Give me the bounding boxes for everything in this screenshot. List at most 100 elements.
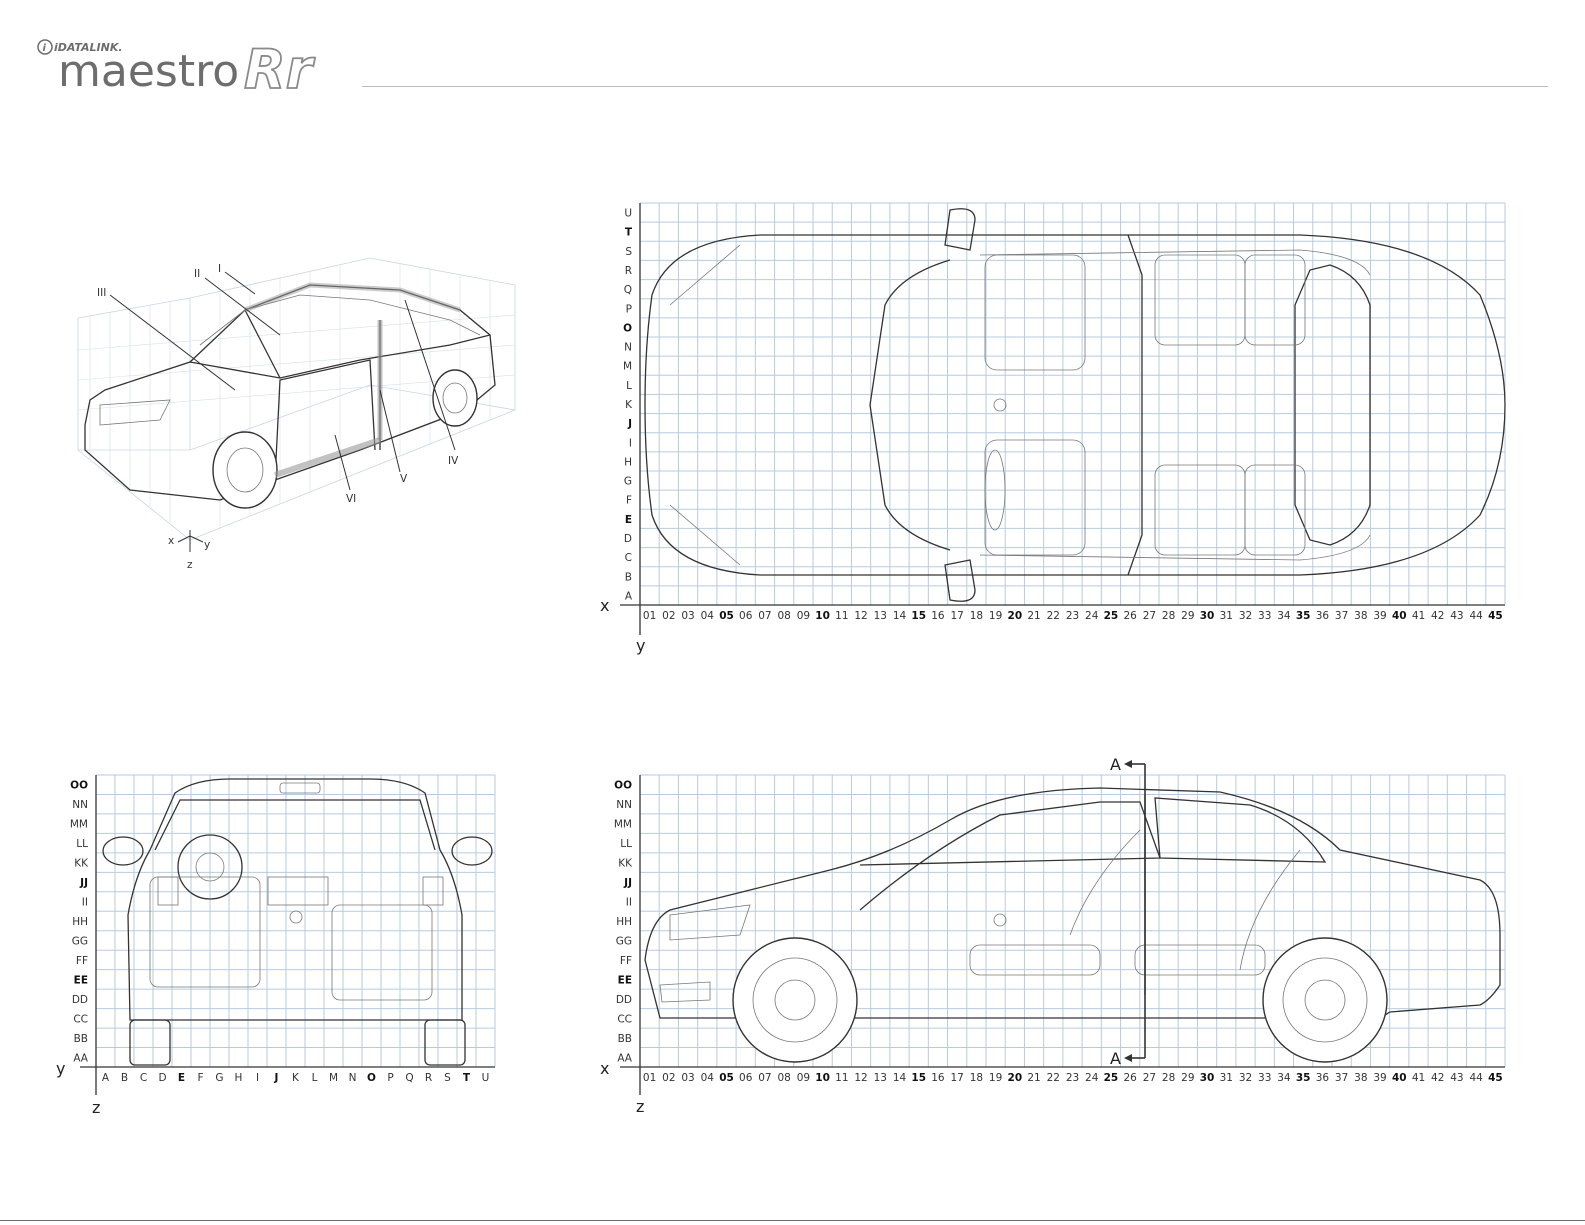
row-label-I: I (629, 437, 632, 449)
col-label-I: I (256, 1072, 259, 1084)
col-label-A: A (102, 1072, 110, 1084)
row-label-MM: MM (70, 819, 88, 831)
row-label-FF: FF (620, 955, 632, 967)
col-label-D: D (158, 1072, 166, 1084)
row-label-NN: NN (72, 799, 88, 811)
col-label-21: 21 (1027, 610, 1040, 622)
col-label-23: 23 (1066, 1072, 1079, 1084)
col-label-45: 45 (1488, 610, 1503, 622)
col-label-41: 41 (1412, 1072, 1425, 1084)
section-marker-bottom: A (1110, 1049, 1121, 1068)
col-label-26: 26 (1123, 610, 1137, 622)
col-label-29: 29 (1181, 610, 1194, 622)
col-label-13: 13 (874, 1072, 887, 1084)
col-label-45: 45 (1488, 1072, 1503, 1084)
col-label-20: 20 (1008, 1072, 1023, 1084)
row-label-MM: MM (614, 819, 632, 831)
row-label-DD: DD (616, 994, 632, 1006)
row-label-JJ: JJ (79, 877, 88, 889)
col-label-43: 43 (1450, 610, 1463, 622)
col-label-34: 34 (1277, 610, 1291, 622)
row-label-CC: CC (617, 1013, 632, 1025)
col-label-44: 44 (1469, 610, 1483, 622)
col-label-10: 10 (815, 1072, 830, 1084)
col-label-12: 12 (854, 1072, 867, 1084)
front-view-grid (95, 774, 496, 1068)
col-label-37: 37 (1335, 610, 1348, 622)
col-label-O: O (367, 1072, 376, 1084)
col-label-14: 14 (893, 1072, 907, 1084)
zone-label-III: III (97, 287, 106, 299)
zone-label-V: V (400, 473, 408, 485)
row-label-LL: LL (76, 838, 88, 850)
col-label-37: 37 (1335, 1072, 1348, 1084)
row-label-HH: HH (72, 916, 88, 928)
col-label-T: T (463, 1072, 471, 1084)
row-label-KK: KK (74, 858, 89, 870)
footer-rule (0, 1220, 1585, 1221)
col-label-24: 24 (1085, 610, 1099, 622)
col-label-24: 24 (1085, 1072, 1099, 1084)
col-label-30: 30 (1200, 1072, 1215, 1084)
col-label-02: 02 (662, 610, 675, 622)
row-label-OO: OO (70, 780, 88, 792)
col-label-44: 44 (1469, 1072, 1483, 1084)
col-label-M: M (329, 1072, 338, 1084)
col-label-42: 42 (1431, 1072, 1444, 1084)
top-view-axes (620, 203, 1505, 635)
row-label-II: II (626, 897, 632, 909)
top-axis-x: x (600, 596, 609, 615)
row-label-CC: CC (73, 1013, 88, 1025)
col-label-12: 12 (854, 610, 867, 622)
col-label-06: 06 (739, 610, 753, 622)
col-label-38: 38 (1354, 610, 1367, 622)
side-view-axes (620, 775, 1505, 1095)
row-label-O: O (623, 322, 632, 334)
col-label-36: 36 (1316, 1072, 1330, 1084)
col-label-15: 15 (911, 1072, 926, 1084)
idatalink-i-circle (37, 39, 53, 55)
col-label-07: 07 (758, 1072, 771, 1084)
perspective-car-body (84, 282, 496, 509)
row-label-EE: EE (618, 974, 632, 986)
row-label-BB: BB (74, 1033, 88, 1045)
row-label-B: B (625, 571, 632, 583)
row-label-U: U (624, 208, 632, 220)
section-a-marker (1124, 760, 1146, 1062)
row-label-G: G (624, 476, 632, 488)
row-label-GG: GG (616, 935, 632, 947)
col-label-36: 36 (1316, 610, 1330, 622)
row-label-T: T (625, 227, 633, 239)
col-label-06: 06 (739, 1072, 753, 1084)
col-label-P: P (387, 1072, 393, 1084)
maestro-rr-logo: i iDATALINK. maestro Rr (37, 37, 316, 98)
row-label-C: C (625, 552, 632, 564)
col-label-29: 29 (1181, 1072, 1194, 1084)
row-label-DD: DD (72, 994, 88, 1006)
col-label-23: 23 (1066, 610, 1079, 622)
row-label-F: F (626, 495, 632, 507)
col-label-20: 20 (1008, 610, 1023, 622)
col-label-40: 40 (1392, 610, 1407, 622)
col-label-10: 10 (815, 610, 830, 622)
col-label-25: 25 (1104, 1072, 1119, 1084)
col-label-H: H (235, 1072, 243, 1084)
col-label-S: S (444, 1072, 451, 1084)
col-label-27: 27 (1143, 1072, 1156, 1084)
top-view-car (644, 208, 1506, 602)
col-label-05: 05 (719, 610, 734, 622)
zone-leader-lines (109, 271, 456, 491)
col-label-35: 35 (1296, 1072, 1311, 1084)
col-label-F: F (197, 1072, 203, 1084)
col-label-32: 32 (1239, 1072, 1252, 1084)
front-view-axes (80, 775, 495, 1095)
row-label-HH: HH (616, 916, 632, 928)
col-label-08: 08 (777, 610, 790, 622)
zone-label-II: II (194, 268, 200, 280)
row-label-P: P (626, 303, 632, 315)
row-label-AA: AA (617, 1052, 632, 1064)
